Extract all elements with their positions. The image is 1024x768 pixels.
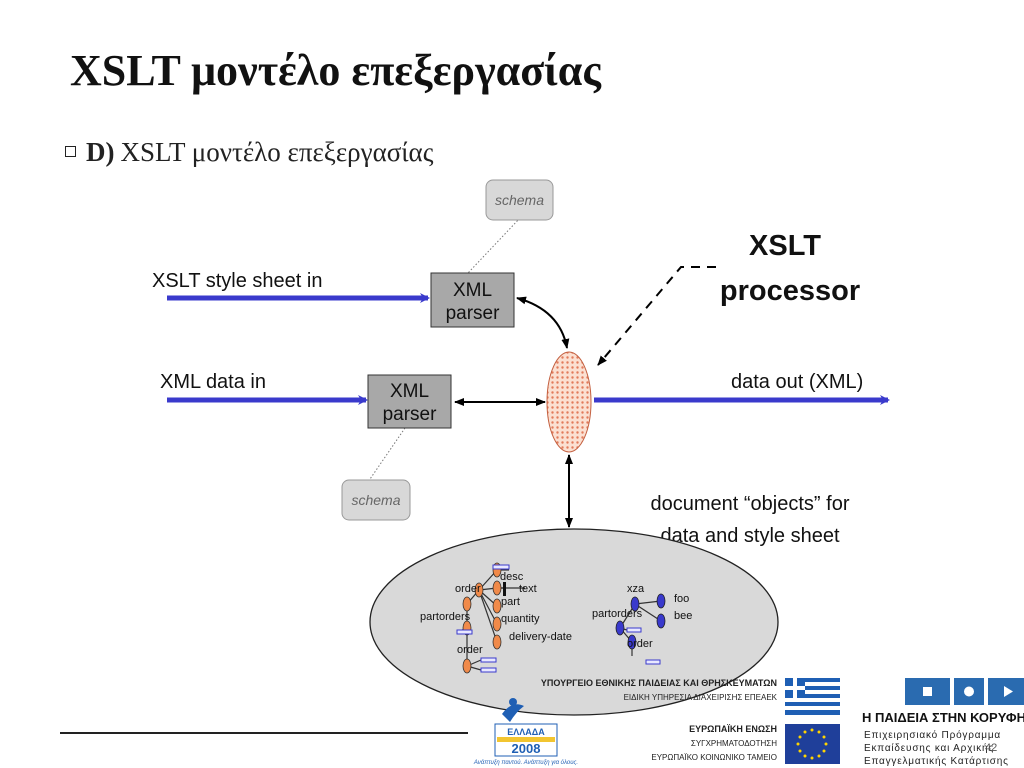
tree-leaf: [480, 667, 497, 673]
parser-top-line1: XML: [453, 280, 492, 301]
paideia-line1: Επιχειρησιακό Πρόγραμμα: [864, 729, 1001, 741]
tree-label-order-top: order: [455, 583, 481, 595]
greece-2008-logo: ΕΛΛΑΔΑ 2008 Ανάπτυξη παντού. Ανάπτυξη γι…: [473, 698, 578, 766]
tree-leaf: [456, 629, 473, 635]
parser-top-line2: parser: [446, 303, 501, 324]
tree-node: [492, 616, 502, 632]
paideia-logo: [905, 678, 1024, 705]
tree-label-delivery-date: delivery-date: [509, 631, 572, 643]
ministry-text-line2: ΕΙΔΙΚΗ ΥΠΗΡΕΣΙΑ ΔΙΑΧΕΙΡΙΣΗΣ ΕΠΕΑΕΚ: [624, 693, 778, 702]
slide-title: XSLT μοντέλο επεξεργασίας: [70, 46, 601, 95]
parser-bottom-line1: XML: [390, 381, 429, 402]
tree-node: [462, 596, 472, 612]
xsl-input-label: XSLT style sheet in: [152, 270, 322, 292]
tree-node: [492, 580, 502, 596]
tree-node: [462, 658, 472, 674]
xml-parser-top: XML parser: [430, 272, 515, 328]
tree-node: [474, 582, 484, 598]
tree-node: [656, 593, 666, 609]
tree-label-partorders: partorders: [420, 611, 471, 623]
xml-input-label: XML data in: [160, 371, 266, 393]
xml-parser-bottom: XML parser: [367, 374, 452, 429]
paideia-title: Η ΠΑΙΔΕΙΑ ΣΤΗΝ ΚΟΡΥΦΗ: [862, 710, 1024, 725]
bullet-square-icon: [65, 146, 76, 158]
schema-box-top: schema: [485, 179, 554, 221]
parser-bottom-line2: parser: [383, 404, 438, 425]
tree-label-desc: desc: [500, 571, 524, 583]
style-object-tree-nodes: [615, 593, 666, 665]
greece-logo-slogan: Ανάπτυξη παντού. Ανάπτυξη για όλους.: [473, 759, 578, 766]
tree-leaf: [503, 582, 506, 596]
schema-bottom-label: schema: [351, 492, 400, 508]
bullet-text: XSLT μοντέλο επεξεργασίας: [120, 137, 434, 167]
ministry-text-line1: ΥΠΟΥΡΓΕΙΟ ΕΘΝΙΚΗΣ ΠΑΙΔΕΙΑΣ ΚΑΙ ΘΡΗΣΚΕΥΜΑ…: [541, 678, 777, 688]
tree-node: [627, 634, 637, 650]
tree-label-xza: xza: [627, 583, 645, 595]
tree-label-order-right: order: [627, 638, 653, 650]
output-label: data out (XML): [731, 371, 863, 393]
tree-label-foo: foo: [674, 593, 689, 605]
eu-flag-icon: [785, 724, 840, 764]
tree-node: [656, 613, 666, 629]
tree-label-text: text: [519, 583, 537, 595]
tree-node: [492, 598, 502, 614]
data-object-tree-nodes: [456, 562, 510, 674]
tree-label-bee: bee: [674, 610, 692, 622]
processor-label-line2: processor: [720, 275, 860, 307]
objects-label-line2: data and style sheet: [660, 525, 839, 547]
bullet-item: D)XSLT μοντέλο επεξεργασίας: [65, 137, 433, 168]
page-number: 42: [985, 742, 997, 754]
tree-label-order-bottom: order: [457, 644, 483, 656]
schema-top-connector: [467, 217, 521, 274]
schema-box-bottom: schema: [341, 479, 411, 521]
document-objects-ellipse: [369, 528, 779, 716]
tree-label-partorders-right: partorders: [592, 608, 643, 620]
tree-node: [615, 620, 625, 636]
schema-bottom-connector: [367, 427, 406, 483]
processor-label-line1: XSLT: [749, 230, 821, 262]
style-object-tree-labels: xza foo partorders bee order: [592, 583, 692, 650]
greece-logo-label: ΕΛΛΑΔΑ: [507, 727, 545, 737]
processor-pointer-arrow: [597, 266, 716, 366]
tree-leaf: [480, 657, 497, 663]
tree-leaf: [626, 627, 642, 633]
tree-leaf: [492, 564, 510, 570]
paideia-line3: Επαγγελματικής Κατάρτισης: [864, 755, 1009, 767]
greek-flag-icon: [785, 678, 840, 715]
data-object-tree-labels: order desc text part partorders quantity…: [420, 571, 572, 656]
bullet-prefix: D): [86, 137, 115, 167]
schema-top-label: schema: [495, 192, 544, 208]
paideia-line2: Εκπαίδευσης και Αρχικής: [864, 742, 994, 754]
eu-text-line2: ΣΥΓΧΡΗΜΑΤΟΔΟΤΗΣΗ: [691, 739, 777, 748]
tree-label-quantity: quantity: [501, 613, 540, 625]
xslt-processor-node: [546, 351, 592, 453]
tree-node: [492, 634, 502, 650]
parser-top-to-processor-arrow: [516, 296, 570, 349]
tree-leaf: [645, 659, 661, 665]
eu-text-line3: ΕΥΡΩΠΑΪΚΟ ΚΟΙΝΩΝΙΚΟ ΤΑΜΕΙΟ: [651, 753, 777, 762]
greece-logo-year: 2008: [512, 741, 541, 756]
objects-label-line1: document “objects” for: [651, 493, 850, 515]
footer-divider: [60, 732, 468, 734]
tree-label-part: part: [501, 596, 520, 608]
tree-node: [630, 596, 640, 612]
eu-text-line1: ΕΥΡΩΠΑΪΚΗ ΕΝΩΣΗ: [689, 724, 777, 734]
